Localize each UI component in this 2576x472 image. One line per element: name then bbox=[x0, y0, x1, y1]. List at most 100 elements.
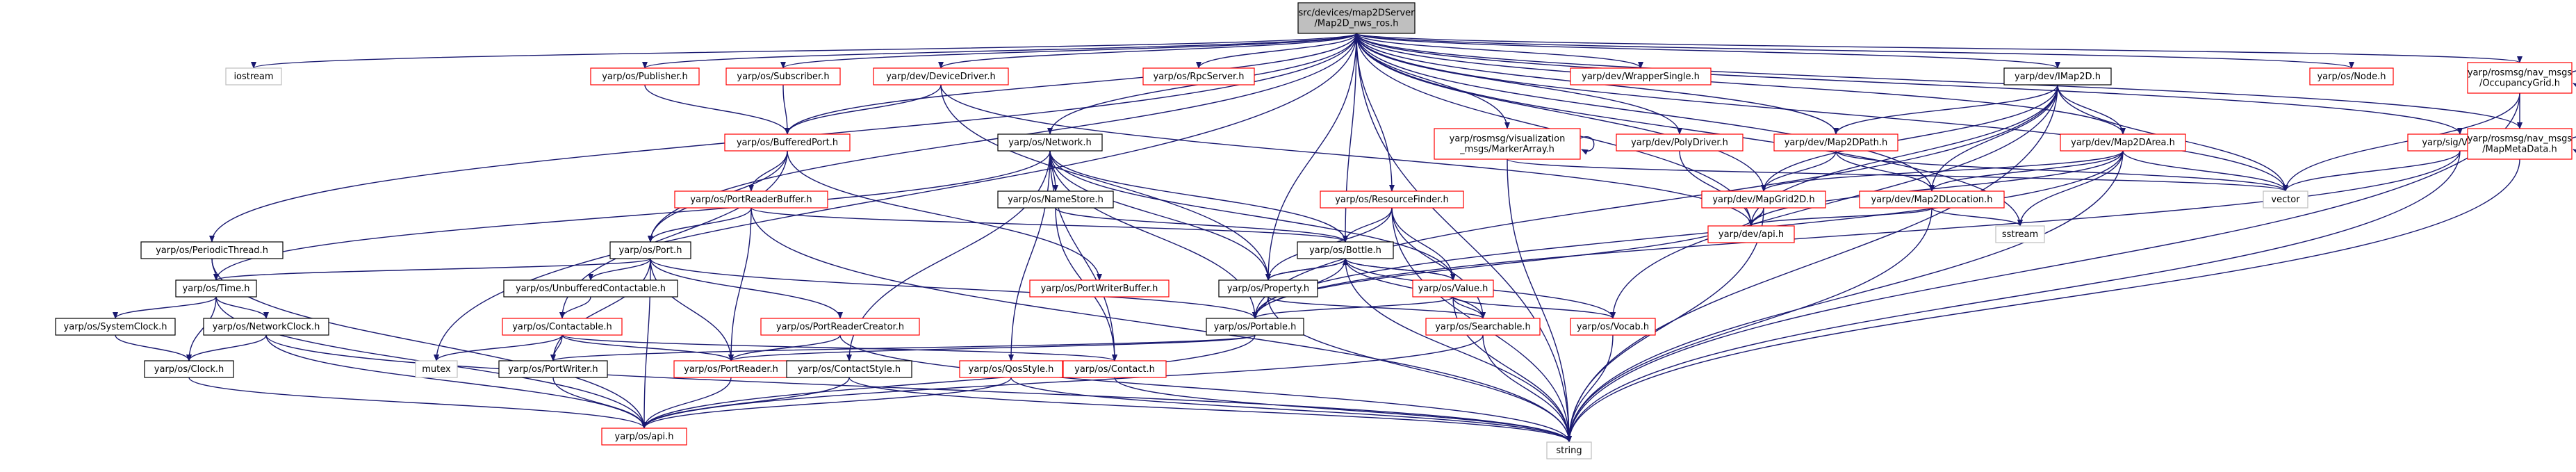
edge-resourcefinder-to-searchable bbox=[1391, 207, 1486, 319]
edge-map2dpath-to-mapgrid2d bbox=[1761, 150, 1837, 192]
node-namestore[interactable]: yarp/os/NameStore.h bbox=[997, 190, 1114, 209]
edge-map2darea-to-map2dlocation bbox=[1929, 150, 2124, 192]
node-box bbox=[225, 67, 282, 86]
edge-time-to-clock bbox=[186, 296, 217, 361]
node-unbuffcontactable[interactable]: yarp/os/UnbufferedContactable.h bbox=[503, 279, 678, 298]
edge-resourcefinder-to-value bbox=[1391, 207, 1456, 281]
node-contactable[interactable]: yarp/os/Contactable.h bbox=[502, 318, 623, 336]
edge-bottle-to-string bbox=[1345, 258, 1572, 443]
node-portreaderbuffer[interactable]: yarp/os/PortReaderBuffer.h bbox=[674, 190, 828, 209]
node-network[interactable]: yarp/os/Network.h bbox=[997, 133, 1103, 152]
edge-map2dlocation-to-sstream bbox=[1931, 207, 2023, 227]
node-networkclock[interactable]: yarp/os/NetworkClock.h bbox=[203, 318, 329, 336]
edge-portwriter-to-osapi bbox=[552, 377, 647, 429]
edge-map2darea-to-sstream bbox=[2017, 150, 2124, 227]
edge-bufferedport-to-portwriterbuffer bbox=[787, 150, 1102, 281]
node-mapmetadata[interactable]: yarp/rosmsg/nav_msgs/MapMetaData.h bbox=[2467, 128, 2573, 160]
node-label: yarp/os/Portable.h bbox=[1214, 322, 1297, 332]
node-publisher[interactable]: yarp/os/Publisher.h bbox=[590, 67, 700, 86]
node-portreadercreator[interactable]: yarp/os/PortReaderCreator.h bbox=[760, 318, 920, 336]
root-node[interactable]: src/devices/map2DServer/Map2D_nws_ros.h bbox=[1297, 2, 1416, 34]
node-occgrid[interactable]: yarp/rosmsg/nav_msgs/OccupancyGrid.h bbox=[2467, 62, 2573, 94]
node-label: yarp/os/Clock.h bbox=[154, 364, 224, 375]
node-property[interactable]: yarp/os/Property.h bbox=[1218, 279, 1318, 298]
edge-time-to-networkclock bbox=[215, 296, 269, 319]
node-subscriber[interactable]: yarp/os/Subscriber.h bbox=[725, 67, 841, 86]
node-label: yarp/os/Contact.h bbox=[1074, 364, 1155, 375]
node-string[interactable]: string bbox=[1546, 441, 1592, 459]
node-portreader[interactable]: yarp/os/PortReader.h bbox=[673, 360, 789, 378]
edge-root-to-rpcserver bbox=[1196, 33, 1357, 69]
node-box bbox=[674, 190, 828, 209]
node-box bbox=[1297, 241, 1394, 259]
edge-markerarray-to-vector bbox=[1507, 158, 2288, 192]
edge-devicedriver-to-bufferedport bbox=[785, 84, 942, 135]
node-contact[interactable]: yarp/os/Contact.h bbox=[1063, 360, 1167, 378]
node-systemclock[interactable]: yarp/os/SystemClock.h bbox=[55, 318, 176, 336]
node-osapi[interactable]: yarp/os/api.h bbox=[601, 428, 687, 446]
node-devicedriver[interactable]: yarp/dev/DeviceDriver.h bbox=[873, 67, 1009, 86]
node-markerarray[interactable]: yarp/rosmsg/visualization_msgs/MarkerArr… bbox=[1434, 128, 1581, 160]
node-label: string bbox=[1556, 446, 1582, 456]
node-map2darea[interactable]: yarp/dev/Map2DArea.h bbox=[2060, 133, 2186, 152]
node-box bbox=[601, 428, 687, 446]
edge-portreaderbuffer-to-bottle bbox=[750, 207, 1348, 243]
node-map2dlocation[interactable]: yarp/dev/Map2DLocation.h bbox=[1859, 190, 2005, 209]
node-label: yarp/os/Bottle.h bbox=[1309, 245, 1381, 256]
node-portwriter[interactable]: yarp/os/PortWriter.h bbox=[498, 360, 608, 378]
node-box bbox=[1297, 2, 1416, 34]
node-sstream[interactable]: sstream bbox=[1995, 225, 2045, 243]
edge-root-to-sigvector bbox=[1356, 33, 2463, 135]
node-label: yarp/os/Port.h bbox=[619, 245, 682, 256]
edge-root-to-bottle bbox=[1343, 33, 1357, 243]
edge-network-to-bottle bbox=[1049, 150, 1348, 243]
edge-root-to-mapmetadata bbox=[1356, 33, 2522, 129]
node-bufferedport[interactable]: yarp/os/BufferedPort.h bbox=[724, 133, 851, 152]
node-periodicthread[interactable]: yarp/os/PeriodicThread.h bbox=[140, 241, 284, 259]
node-searchable[interactable]: yarp/os/Searchable.h bbox=[1425, 318, 1541, 336]
edge-map2darea-to-string bbox=[1566, 150, 2124, 443]
edge-namestore-to-bottle bbox=[1055, 207, 1348, 243]
node-imap2d[interactable]: yarp/dev/IMap2D.h bbox=[2003, 67, 2112, 86]
edge-root-to-vector bbox=[1356, 33, 2288, 192]
node-polydriver[interactable]: yarp/dev/PolyDriver.h bbox=[1616, 133, 1744, 152]
node-node[interactable]: yarp/os/Node.h bbox=[2309, 67, 2394, 86]
node-mutex[interactable]: mutex bbox=[415, 360, 458, 378]
node-box bbox=[55, 318, 176, 336]
node-label: yarp/os/Time.h bbox=[183, 284, 250, 294]
node-mapgrid2d[interactable]: yarp/dev/MapGrid2D.h bbox=[1701, 190, 1826, 209]
node-time[interactable]: yarp/os/Time.h bbox=[175, 279, 257, 298]
edge-map2dlocation-to-string bbox=[1566, 207, 1933, 443]
edge-root-to-polydriver bbox=[1356, 33, 1682, 135]
node-rpcserver[interactable]: yarp/os/RpcServer.h bbox=[1142, 67, 1255, 86]
node-box bbox=[2263, 190, 2308, 209]
node-portwriterbuffer[interactable]: yarp/os/PortWriterBuffer.h bbox=[1029, 279, 1170, 298]
edge-network-to-value bbox=[1049, 150, 1456, 281]
edge-map2dpath-to-vector bbox=[1835, 150, 2288, 192]
node-devapi[interactable]: yarp/dev/api.h bbox=[1707, 225, 1795, 243]
node-vector[interactable]: vector bbox=[2263, 190, 2308, 209]
edge-root-to-sstream bbox=[1356, 33, 2023, 227]
node-box bbox=[1434, 128, 1581, 160]
node-box bbox=[2467, 128, 2573, 160]
node-value[interactable]: yarp/os/Value.h bbox=[1412, 279, 1494, 298]
node-portable[interactable]: yarp/os/Portable.h bbox=[1206, 318, 1304, 336]
node-label: yarp/dev/api.h bbox=[1718, 229, 1784, 240]
edge-imap2d-to-map2darea bbox=[2057, 84, 2126, 135]
node-port[interactable]: yarp/os/Port.h bbox=[609, 241, 691, 259]
edge-root-to-property bbox=[1265, 33, 1357, 281]
edge-mapmetadata-to-mapmetadata bbox=[2571, 136, 2576, 155]
node-label: yarp/os/RpcServer.h bbox=[1154, 72, 1245, 82]
node-qosstyle[interactable]: yarp/os/QosStyle.h bbox=[959, 360, 1063, 378]
node-vocab[interactable]: yarp/os/Vocab.h bbox=[1570, 318, 1656, 336]
node-box bbox=[415, 360, 458, 378]
node-contactstyle[interactable]: yarp/os/ContactStyle.h bbox=[786, 360, 912, 378]
node-wrappersingle[interactable]: yarp/dev/WrapperSingle.h bbox=[1570, 67, 1712, 86]
node-clock[interactable]: yarp/os/Clock.h bbox=[144, 360, 234, 378]
node-map2dpath[interactable]: yarp/dev/Map2DPath.h bbox=[1773, 133, 1898, 152]
node-resourcefinder[interactable]: yarp/os/ResourceFinder.h bbox=[1320, 190, 1464, 209]
node-label: yarp/os/PortReader.h bbox=[684, 364, 778, 375]
node-bottle[interactable]: yarp/os/Bottle.h bbox=[1297, 241, 1394, 259]
node-box bbox=[725, 67, 841, 86]
node-iostream[interactable]: iostream bbox=[225, 67, 282, 86]
